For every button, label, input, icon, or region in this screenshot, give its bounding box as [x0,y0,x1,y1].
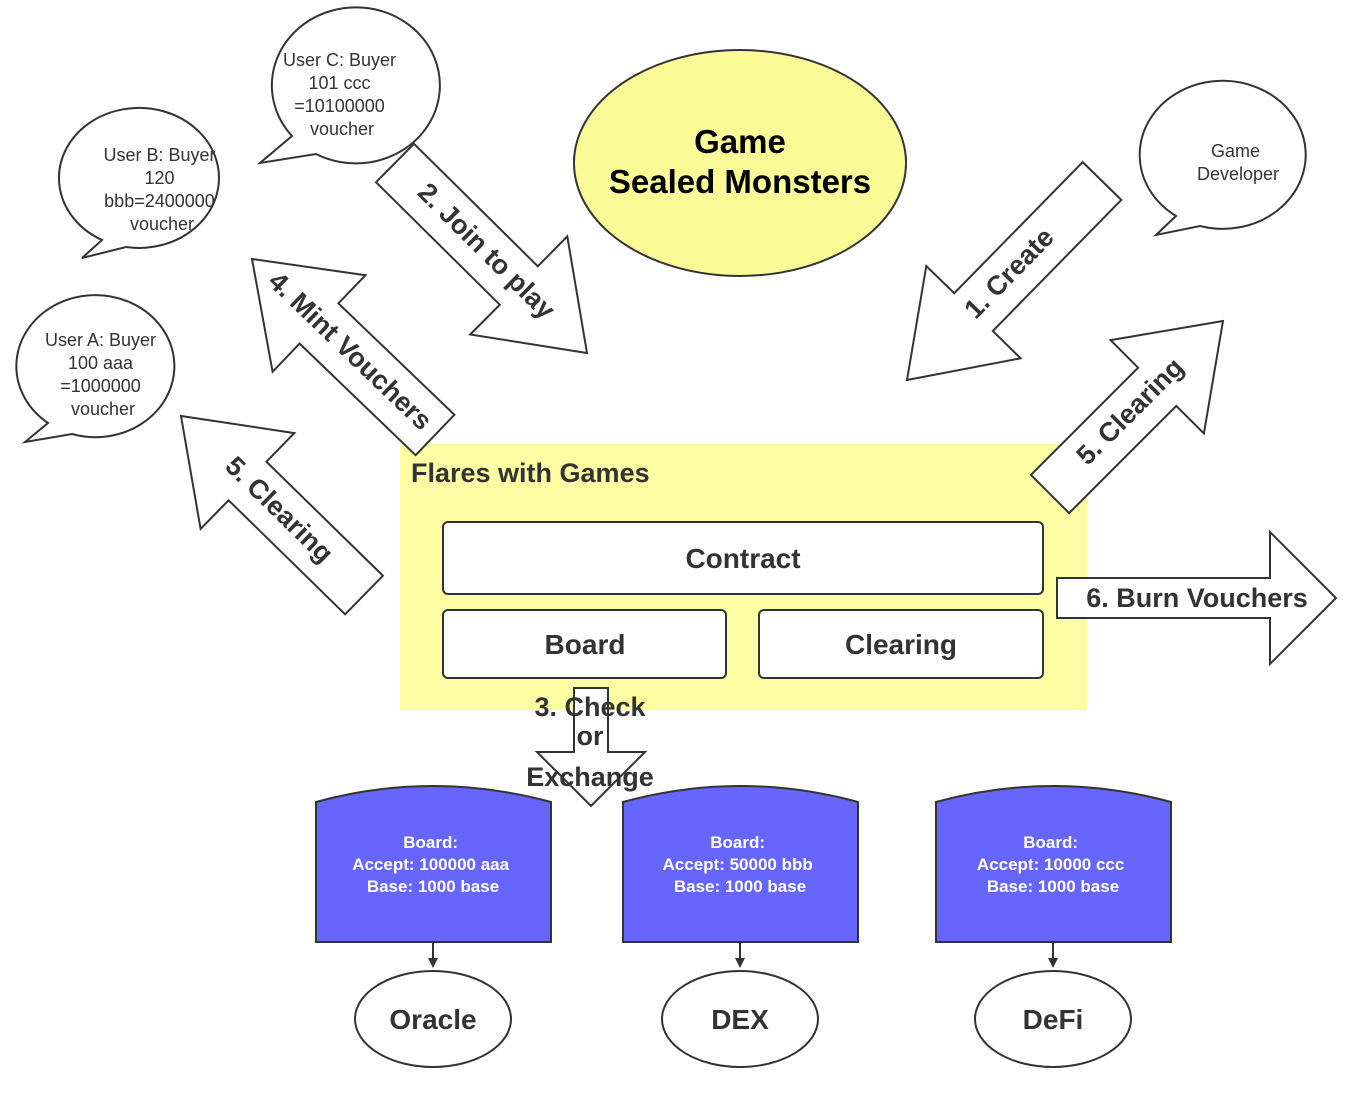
board-2-line: Board: [710,833,765,852]
board-3-line: Base: 1000 base [987,877,1119,896]
user-c-line: User C: Buyer [283,50,396,70]
clearing-right-arrow: 5. Clearing [1029,319,1225,515]
board-2-line: Accept: 50000 bbb [663,855,813,874]
user-c-line: voucher [310,119,374,139]
developer-line: Developer [1197,164,1279,184]
developer-line: Game [1211,141,1260,161]
user-a-line: voucher [71,399,135,419]
mint-vouchers-arrow-shape [250,257,456,457]
board-1-line: Base: 1000 base [367,877,499,896]
check-exchange-label: 3. Check [534,692,646,722]
board-node-2: Board: Accept: 50000 bbb Base: 1000 base [622,785,859,943]
board-1-line: Board: [403,833,458,852]
user-b-line: 120 [144,168,174,188]
burn-vouchers-arrow: 6. Burn Vouchers [1056,529,1338,667]
burn-vouchers-arrow-label: 6. Burn Vouchers [1086,583,1308,613]
game-title: Game [694,123,786,160]
user-a-line: 100 aaa [68,353,134,373]
clearing-box: Clearing [758,609,1044,679]
mint-vouchers-arrow: 4. Mint Vouchers [250,257,456,457]
contract-box: Contract [442,521,1044,595]
clearing-left-arrow: 5. Clearing [179,414,385,616]
oracle-node: Oracle [354,970,512,1068]
board-node-3: Board: Accept: 10000 ccc Base: 1000 base [935,785,1172,943]
board-2-line: Base: 1000 base [674,877,806,896]
clearing-label: Clearing [845,629,957,660]
dex-label: DEX [711,1004,769,1035]
join-arrow-shape [374,142,589,355]
burn-vouchers-arrow-shape [1056,529,1338,667]
svg-text:User B: Buyer 120: User B: Buyer 120 bbb=2400000 voucher [103,145,220,234]
svg-text:Board: Accept: 10000 ccc: Board: Accept: 10000 ccc Base: 1000 base [977,833,1129,896]
container-title: Flares with Games [411,458,650,488]
game-name: Sealed Monsters [609,163,871,200]
board-node-1: Board: Accept: 100000 aaa Base: 1000 bas… [315,785,552,943]
user-b-line: voucher [130,214,194,234]
user-c-bubble: User C: Buyer 101 ccc =10100000 voucher [256,6,441,165]
game-node: Game Sealed Monsters [573,49,907,277]
user-c-line: 101 ccc [308,73,370,93]
board-label: Board [545,629,626,660]
board-box: Board [442,609,727,679]
svg-text:User A: Buyer 100 aaa: User A: Buyer 100 aaa =1000000 voucher [45,330,161,419]
clearing-right-arrow-shape [1029,319,1225,515]
create-arrow-shape [905,160,1123,382]
user-a-bubble: User A: Buyer 100 aaa =1000000 voucher [15,294,176,444]
board-1-line: Accept: 100000 aaa [352,855,509,874]
svg-text:Board: Accept: 50000 bbb: Board: Accept: 50000 bbb Base: 1000 base [663,833,818,896]
board-3-line: Board: [1023,833,1078,852]
check-exchange-label: or [577,721,604,751]
svg-text:User C: Buyer 101 ccc: User C: Buyer 101 ccc =10100000 voucher [283,50,401,139]
svg-text:Game Developer: Game Developer [1197,141,1279,184]
create-arrow: 1. Create [905,160,1123,382]
join-arrow-label: 2. Join to play [412,177,561,325]
check-exchange-arrow-shape [534,687,648,808]
check-exchange-label: Exchange [526,762,654,792]
dex-node: DEX [661,970,819,1068]
user-a-line: User A: Buyer [45,330,156,350]
defi-node: DeFi [974,970,1132,1068]
defi-label: DeFi [1023,1004,1084,1035]
contract-label: Contract [685,543,800,574]
user-b-line: bbb=2400000 [104,191,215,211]
user-c-line: =10100000 [294,96,385,116]
board-3-line: Accept: 10000 ccc [977,855,1124,874]
user-a-line: =1000000 [60,376,141,396]
svg-text:Board: Accept: 100000 aa: Board: Accept: 100000 aaa Base: 1000 bas… [352,833,514,896]
user-b-line: User B: Buyer [103,145,215,165]
user-b-bubble: User B: Buyer 120 bbb=2400000 voucher [57,106,220,259]
join-arrow: 2. Join to play [374,142,589,355]
oracle-label: Oracle [389,1004,476,1035]
game-developer-bubble: Game Developer [1138,79,1307,237]
clearing-left-arrow-shape [179,414,385,616]
